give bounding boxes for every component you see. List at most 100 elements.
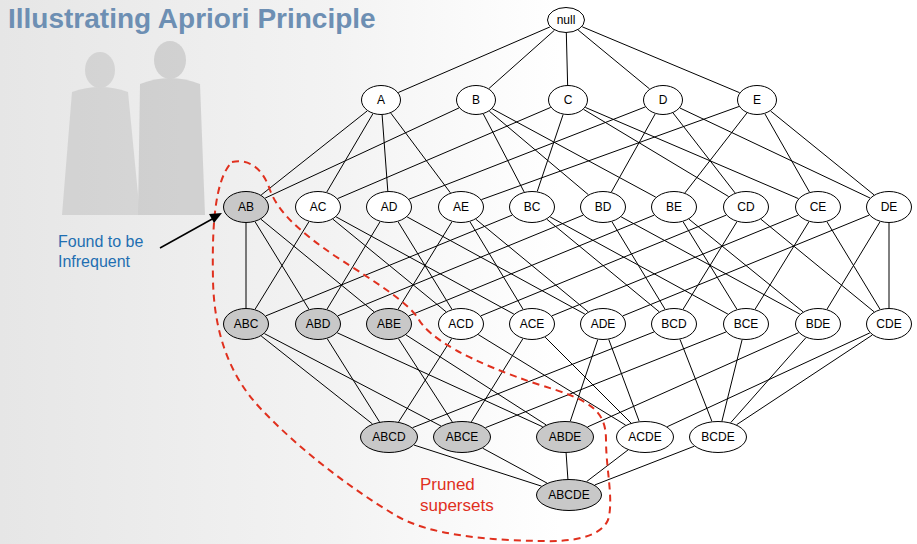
- photo-silhouettes: [62, 41, 205, 215]
- lattice-edge: [685, 113, 747, 193]
- itemset-node: E: [737, 85, 777, 115]
- person-head: [85, 52, 115, 88]
- itemset-node: BDE: [795, 308, 841, 340]
- lattice-edge: [683, 222, 737, 310]
- itemset-node: CE: [795, 191, 841, 223]
- lattice-edge: [611, 114, 655, 192]
- itemset-node: ABCDE: [536, 479, 602, 511]
- itemset-label: ABD: [306, 317, 331, 331]
- callout-text: Found to be Infrequent: [58, 232, 168, 272]
- itemset-node: DE: [866, 191, 912, 223]
- lattice-edge: [552, 215, 798, 316]
- itemset-label: DE: [881, 200, 898, 214]
- node-ellipse: [796, 309, 841, 340]
- node-ellipse: [362, 86, 401, 115]
- pointer-arrowhead: [209, 213, 222, 223]
- itemset-label: BE: [666, 200, 682, 214]
- lattice-edge: [336, 217, 514, 314]
- itemset-label: CD: [737, 200, 754, 214]
- lattice-edge: [771, 111, 874, 195]
- itemset-label: BCD: [661, 317, 686, 331]
- itemset-label: A: [377, 93, 385, 107]
- lattice-edge: [827, 222, 880, 310]
- itemset-node: CDE: [866, 308, 912, 340]
- pointer-line: [160, 218, 214, 248]
- lattice-edge: [338, 215, 583, 316]
- lattice-edge: [621, 217, 800, 314]
- node-ellipse: [738, 86, 777, 115]
- itemset-label: ABCE: [446, 430, 479, 444]
- pruned-region-outline: [213, 161, 610, 541]
- node-ellipse: [296, 309, 341, 340]
- itemset-label: BCDE: [701, 430, 734, 444]
- person-body: [62, 87, 140, 215]
- lattice-edge: [483, 448, 547, 483]
- node-ellipse: [548, 8, 585, 33]
- lattice-edge: [587, 450, 628, 482]
- lattice-edge: [398, 339, 452, 422]
- itemset-label: ACDE: [628, 430, 661, 444]
- lattice-edge: [246, 223, 247, 308]
- node-ellipse: [690, 422, 747, 453]
- lattice-edge: [261, 111, 367, 195]
- lattice-edge: [545, 337, 631, 423]
- lattice-edge: [264, 334, 441, 426]
- node-ellipse: [652, 192, 697, 223]
- itemset-label: ABC: [234, 317, 259, 331]
- itemset-label: D: [659, 93, 668, 107]
- itemset-label: ACD: [448, 317, 473, 331]
- lattice-edge: [489, 30, 555, 88]
- itemset-node: ACE: [509, 308, 555, 340]
- node-ellipse: [581, 309, 626, 340]
- itemset-node: AC: [295, 191, 341, 223]
- itemset-node: null: [547, 7, 585, 33]
- lattice-edge: [337, 333, 542, 427]
- lattice-edge: [537, 115, 563, 192]
- lattice-edge: [566, 453, 568, 479]
- node-ellipse: [796, 192, 841, 223]
- node-ellipse: [581, 192, 626, 223]
- itemset-label: CE: [810, 200, 827, 214]
- itemset-label: ABDE: [549, 430, 582, 444]
- person-head: [154, 41, 186, 79]
- itemset-label: B: [472, 93, 480, 107]
- lattice-edge: [481, 107, 739, 200]
- lattice-edge: [761, 219, 874, 312]
- node-ellipse: [439, 309, 484, 340]
- node-ellipse: [367, 309, 412, 340]
- lattice-edge: [407, 217, 585, 314]
- lattice-edge: [609, 339, 639, 421]
- lattice-edge: [266, 215, 512, 316]
- lattice-edge: [486, 332, 727, 428]
- itemset-node: CD: [723, 191, 769, 223]
- node-ellipse: [296, 192, 341, 223]
- lattice-edge: [612, 222, 665, 310]
- itemset-node: AD: [366, 191, 412, 223]
- itemset-label: AD: [381, 200, 398, 214]
- lattice-edge: [255, 222, 309, 310]
- itemset-label: null: [557, 13, 576, 27]
- node-ellipse: [434, 422, 491, 453]
- itemset-label: AC: [310, 200, 327, 214]
- lattice-edge: [578, 30, 649, 89]
- node-ellipse: [510, 192, 555, 223]
- node-ellipse: [361, 422, 418, 453]
- itemset-label: C: [564, 93, 573, 107]
- itemset-node: C: [548, 85, 588, 115]
- node-ellipse: [537, 480, 602, 511]
- itemset-node: BCD: [651, 308, 697, 340]
- lattice-edge: [399, 339, 452, 422]
- itemset-label: ABE: [377, 317, 401, 331]
- background-fade: [0, 0, 560, 544]
- itemset-node: ABD: [295, 308, 341, 340]
- itemset-node: ACD: [438, 308, 484, 340]
- lattice-edge: [391, 113, 451, 193]
- lattice-edge: [680, 108, 870, 198]
- lattice-edge: [673, 113, 735, 193]
- callout-text: Pruned supersets: [420, 474, 515, 516]
- lattice-edge: [683, 222, 737, 310]
- node-ellipse: [457, 86, 496, 115]
